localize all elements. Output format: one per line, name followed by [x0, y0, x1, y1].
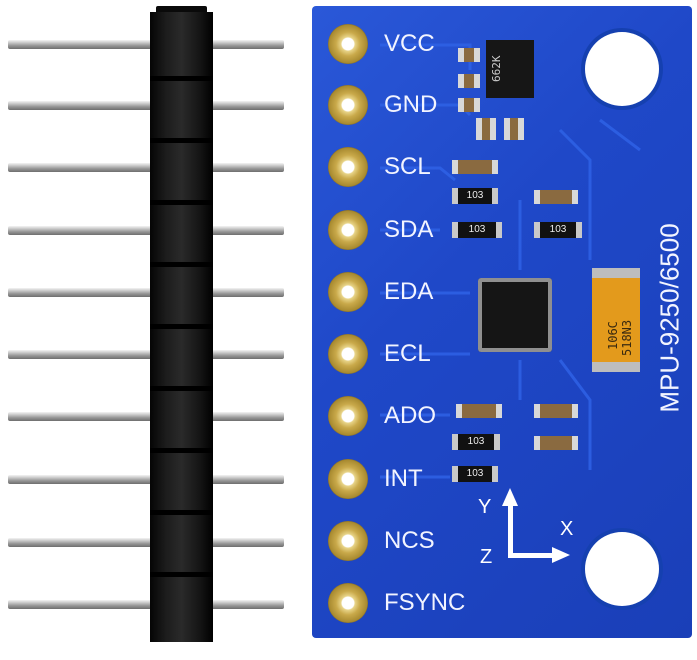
pin-label-ecl: ECL	[384, 340, 431, 367]
capacitor	[534, 404, 578, 418]
pin-pad	[328, 459, 368, 499]
pin-label-gnd: GND	[384, 91, 438, 118]
pin-label-ado: ADO	[384, 402, 437, 429]
mounting-hole	[585, 32, 659, 106]
header-divider	[150, 324, 213, 329]
z-axis-label: Z	[480, 546, 493, 568]
x-axis-arrow	[508, 553, 560, 558]
pin-label-vcc: VCC	[384, 30, 435, 57]
header-divider	[150, 200, 213, 205]
capacitor	[534, 190, 578, 204]
board-model-label: MPU-9250/6500	[654, 223, 685, 413]
header-pin	[8, 288, 284, 297]
header-divider	[150, 76, 213, 81]
header-pin	[8, 538, 284, 547]
resistor: 103	[452, 466, 498, 482]
pin-pad	[328, 210, 368, 250]
capacitor	[476, 118, 496, 140]
header-pin	[8, 412, 284, 421]
header-divider	[150, 138, 213, 143]
pin-label-int: INT	[384, 465, 423, 492]
capacitor	[456, 404, 502, 418]
pin-label-sda: SDA	[384, 216, 434, 243]
mpu-sensor-chip	[478, 278, 552, 352]
header-divider	[150, 262, 213, 267]
pin-pad	[328, 147, 368, 187]
pin-pad	[328, 334, 368, 374]
pin-pad	[328, 521, 368, 561]
header-pin	[8, 163, 284, 172]
pin-label-scl: SCL	[384, 153, 431, 180]
header-pin	[8, 40, 284, 49]
capacitor	[458, 48, 480, 62]
capacitor	[504, 118, 524, 140]
resistor: 103	[452, 222, 502, 238]
pin-label-ncs: NCS	[384, 527, 435, 554]
pin-label-fsync: FSYNC	[384, 589, 466, 616]
pin-pad	[328, 396, 368, 436]
tantalum-capacitor	[592, 268, 640, 372]
capacitor	[534, 436, 578, 450]
header-divider	[150, 572, 213, 577]
header-divider	[150, 510, 213, 515]
header-divider	[150, 448, 213, 453]
header-pin	[8, 350, 284, 359]
header-divider	[150, 386, 213, 391]
pin-pad	[328, 24, 368, 64]
pin-label-eda: EDA	[384, 278, 434, 305]
capacitor	[452, 160, 498, 174]
header-pin	[8, 101, 284, 110]
pin-pad	[328, 583, 368, 623]
header-pin	[8, 600, 284, 609]
resistor: 103	[534, 222, 582, 238]
pin-pad	[328, 85, 368, 125]
capacitor	[458, 98, 480, 112]
pin-pad	[328, 272, 368, 312]
y-axis-arrow	[508, 498, 513, 558]
resistor: 103	[452, 188, 498, 204]
mounting-hole	[585, 532, 659, 606]
header-pin	[8, 226, 284, 235]
resistor: 103	[452, 434, 500, 450]
voltage-regulator	[486, 40, 534, 98]
y-axis-label: Y	[478, 496, 492, 518]
x-axis-label: X	[560, 518, 574, 540]
capacitor	[458, 74, 480, 88]
header-pin	[8, 475, 284, 484]
